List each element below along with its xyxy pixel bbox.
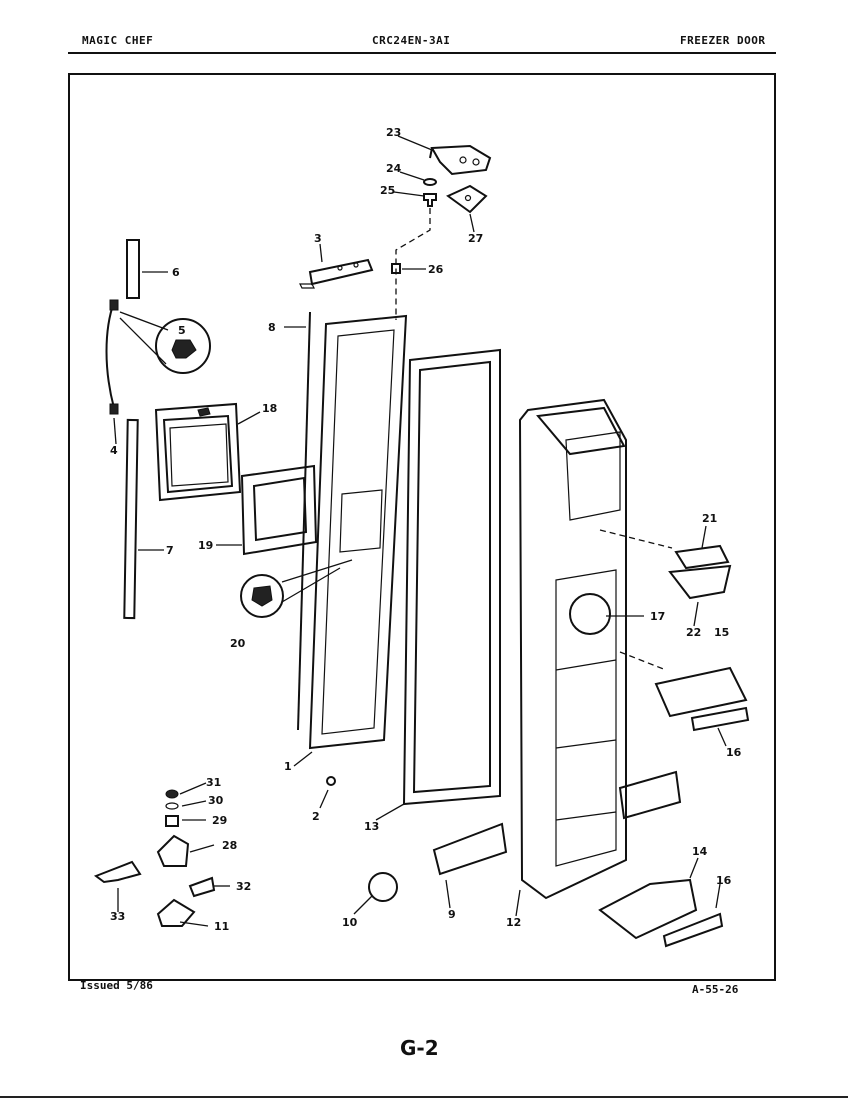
callout-11: 11 xyxy=(214,920,229,933)
liner-bracket-part xyxy=(618,770,682,820)
callout-30: 30 xyxy=(208,794,224,807)
header-brand: MAGIC CHEF xyxy=(82,34,154,47)
callout-16b: 16 xyxy=(716,874,732,887)
wire-harness-part xyxy=(105,301,115,409)
callout-4: 4 xyxy=(110,444,118,457)
long-trim-strip-part xyxy=(123,418,139,620)
header-model: CRC24EN-3AI xyxy=(372,34,451,47)
callout-22: 22 xyxy=(686,626,701,639)
issued-date: Issued 5/86 xyxy=(80,979,153,992)
top-hinge-part xyxy=(429,144,492,176)
chute-cover-part xyxy=(674,544,730,570)
callout-10: 10 xyxy=(342,916,358,929)
callout-15: 15 xyxy=(714,626,729,639)
callout-8: 8 xyxy=(268,321,276,334)
door-plug-part xyxy=(326,776,336,786)
callout-31: 31 xyxy=(206,776,221,789)
wire-nut-detail-icon xyxy=(119,311,211,374)
shelf-trim-part xyxy=(690,706,750,732)
header-rule xyxy=(68,52,776,54)
callout-13: 13 xyxy=(364,820,379,833)
callout-17: 17 xyxy=(650,610,665,623)
lower-hinge-parts xyxy=(93,789,216,927)
washer-part xyxy=(423,178,437,186)
callout-5: 5 xyxy=(178,324,186,337)
diagram-frame xyxy=(68,73,776,981)
chute-axis-line xyxy=(599,529,673,549)
bottom-trim-detail-icon xyxy=(368,872,398,902)
callout-16a: 16 xyxy=(726,746,742,759)
callout-18: 18 xyxy=(262,402,277,415)
callout-21: 21 xyxy=(702,512,717,525)
callout-20: 20 xyxy=(230,637,246,650)
callout-labels: 1 2 3 4 5 6 7 8 9 10 11 12 13 14 15 16 1… xyxy=(110,126,742,933)
dispenser-frame-part xyxy=(240,464,318,556)
page-number: G-2 xyxy=(400,1036,439,1060)
shelf-axis-line xyxy=(619,651,667,671)
callout-28: 28 xyxy=(222,839,237,852)
callout-24: 24 xyxy=(386,162,402,175)
inner-door-liner-part xyxy=(518,398,627,900)
callout-26: 26 xyxy=(428,263,444,276)
hinge-shim-part xyxy=(446,184,488,214)
callout-1: 1 xyxy=(284,760,292,773)
callout-2: 2 xyxy=(312,810,320,823)
callout-32: 32 xyxy=(236,880,251,893)
callout-9: 9 xyxy=(448,908,456,921)
callout-23: 23 xyxy=(386,126,401,139)
lower-shelf-part xyxy=(598,878,698,940)
fastener-detail-icon xyxy=(240,559,353,618)
door-shelf-part xyxy=(654,666,748,718)
leader-arrow-icon xyxy=(113,135,727,927)
bushing-part xyxy=(423,193,437,207)
callout-12: 12 xyxy=(506,916,521,929)
trim-strip-part xyxy=(126,239,140,299)
callout-6: 6 xyxy=(172,266,180,279)
hinge-axis-line xyxy=(395,208,431,320)
page-bottom-rule xyxy=(0,1096,848,1098)
chute-door-part xyxy=(668,564,732,600)
hinge-cover-part xyxy=(299,258,374,289)
callout-7: 7 xyxy=(166,544,174,557)
header-section: FREEZER DOOR xyxy=(680,34,766,47)
callout-27: 27 xyxy=(468,232,483,245)
callout-25: 25 xyxy=(380,184,395,197)
callout-29: 29 xyxy=(212,814,227,827)
dispenser-housing-part xyxy=(154,402,242,502)
drawing-reference: A-55-26 xyxy=(692,983,739,996)
door-gasket-part xyxy=(402,348,501,806)
door-rod-part xyxy=(297,311,311,731)
callout-19: 19 xyxy=(198,539,213,552)
outer-door-part xyxy=(308,314,408,750)
callout-3: 3 xyxy=(314,232,322,245)
lower-shelf-trim-part xyxy=(662,912,724,948)
callout-14: 14 xyxy=(692,845,708,858)
callout-33: 33 xyxy=(110,910,125,923)
bottom-trim-part xyxy=(432,822,508,876)
